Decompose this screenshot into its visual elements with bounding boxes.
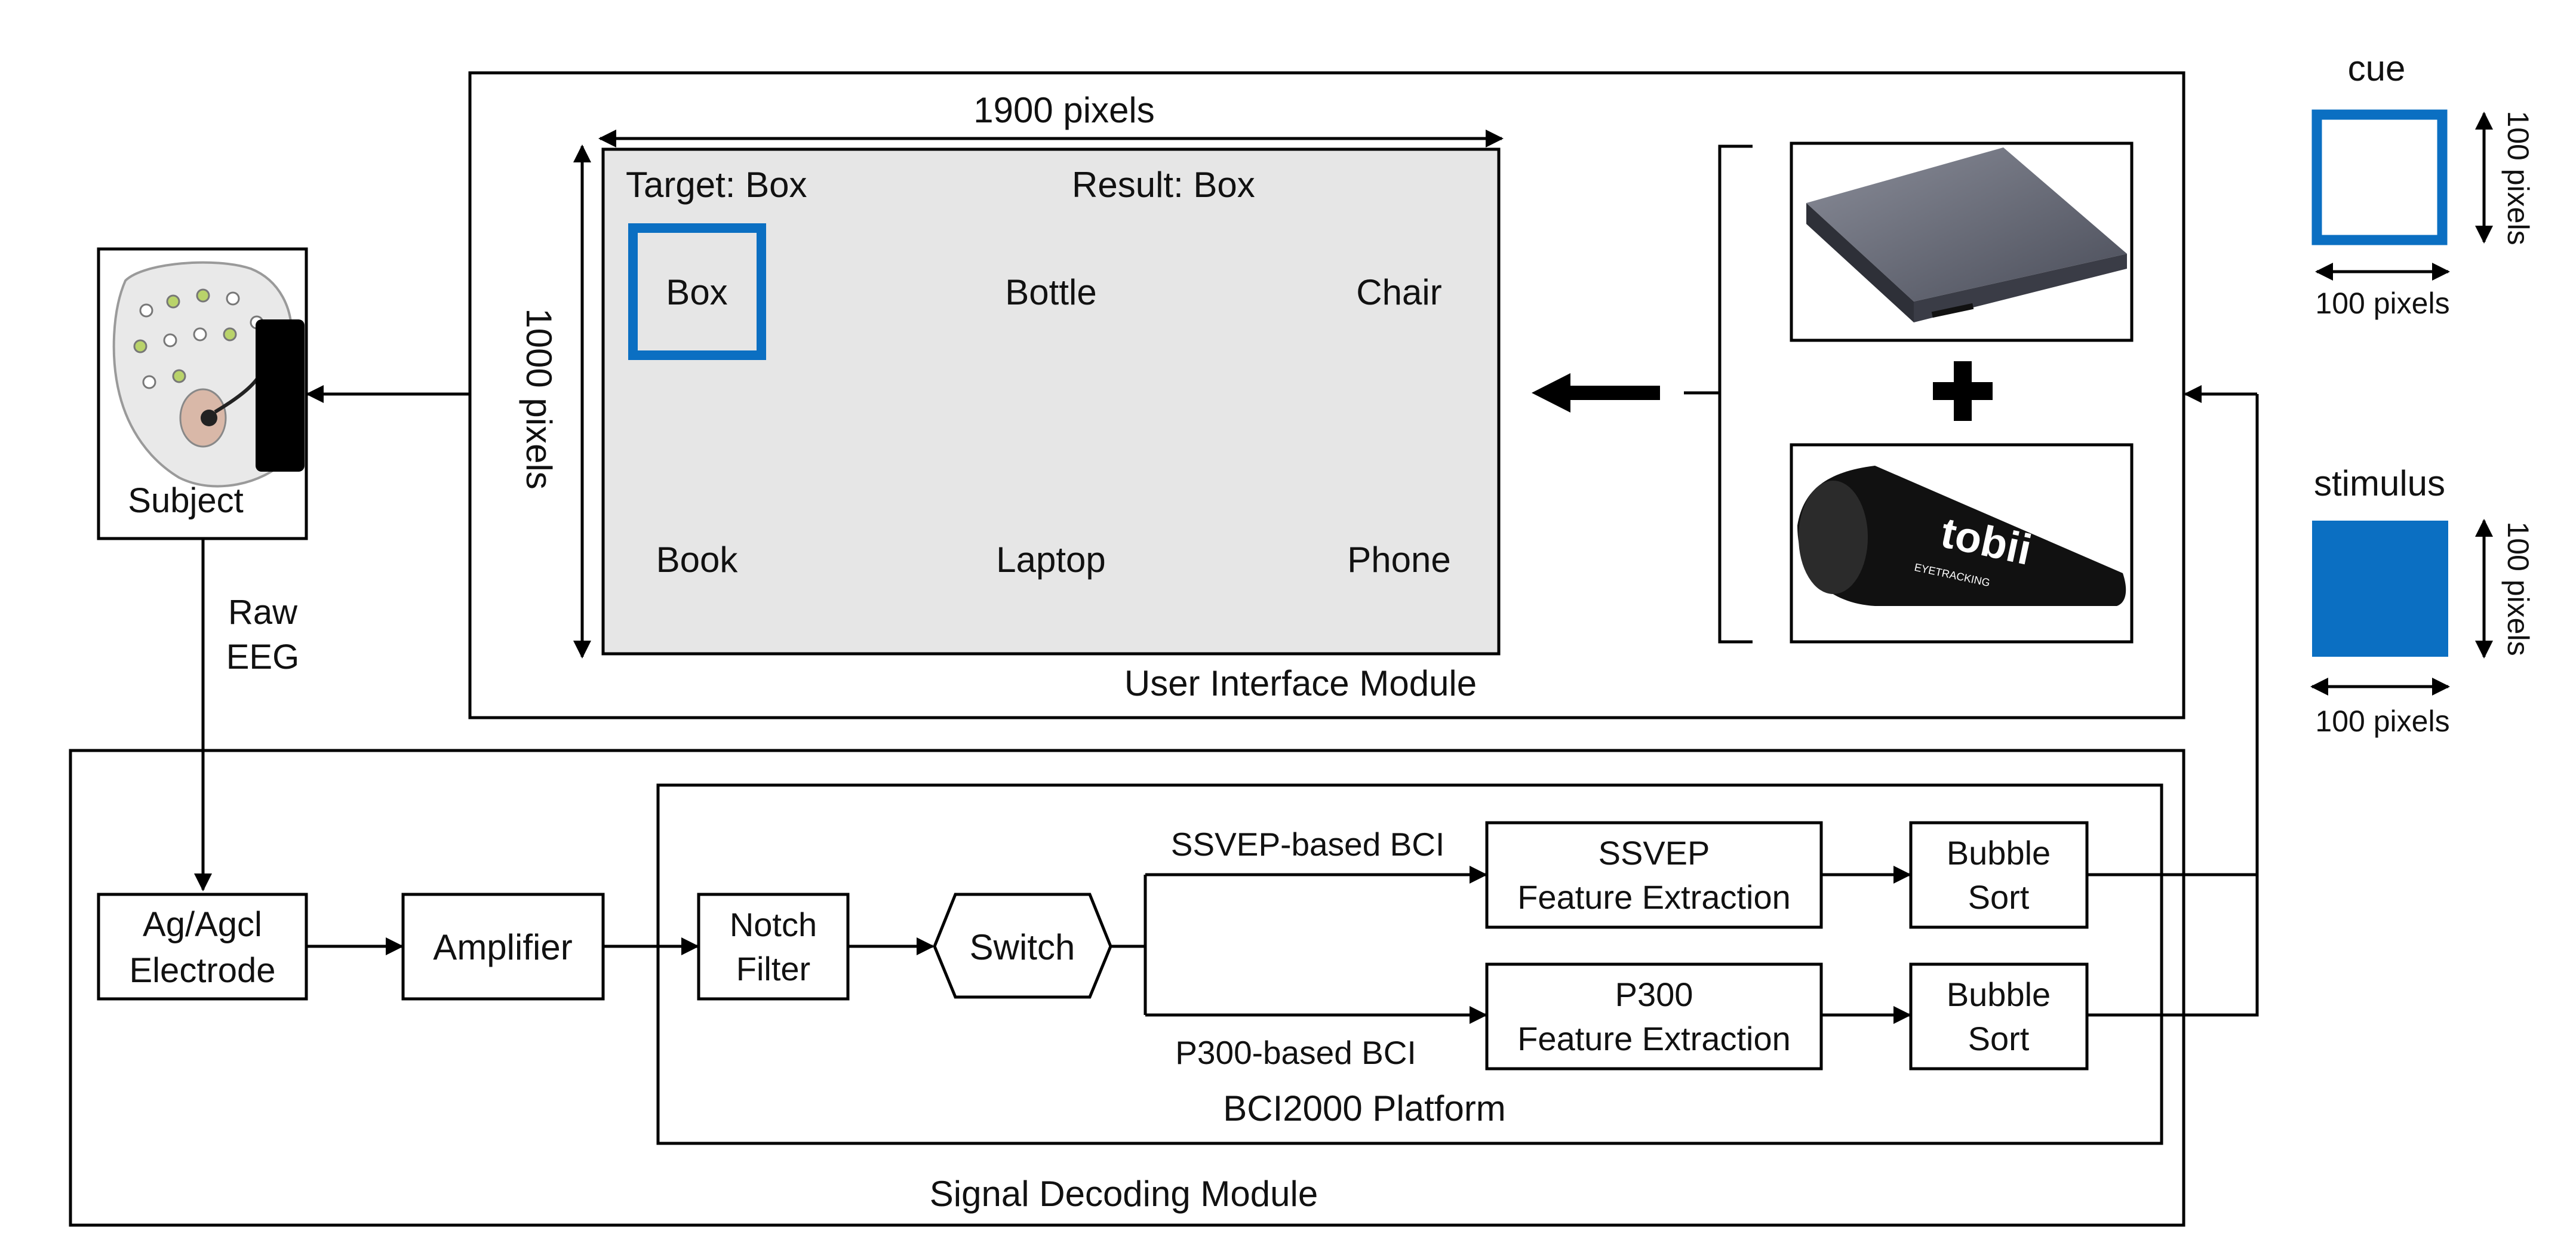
amplifier-label: Amplifier: [433, 927, 572, 967]
legend-cue: cue 100 pixels 100 pixels: [2311, 48, 2535, 320]
bci2000-platform: BCI2000 Platform Notch Filter Switch SSV…: [656, 783, 2163, 1145]
stimulus-label: stimulus: [2314, 463, 2445, 503]
electrode-line1: Ag/Agcl: [143, 905, 262, 944]
ssvep-fe-line1: SSVEP: [1599, 834, 1710, 872]
eeg-cap-head-icon: [112, 261, 305, 488]
screen-item-box: Box: [666, 272, 727, 312]
subject-label: Subject: [128, 481, 243, 520]
signal-decoding-module: Signal Decoding Module Ag/Agcl Electrode…: [69, 749, 2185, 1227]
laptop-image: [1790, 142, 2134, 342]
switch-hexagon: Switch: [933, 893, 1112, 999]
stimulus-swatch: [2312, 521, 2448, 657]
laptop-icon: [1806, 147, 2127, 322]
electrode-line2: Electrode: [129, 951, 275, 990]
switch-split-line: [1111, 875, 1147, 1015]
notch-line2: Filter: [736, 950, 810, 988]
screen-item-phone: Phone: [1347, 540, 1451, 580]
raw-eeg-line2: EEG: [226, 638, 300, 676]
screen-width-label: 1900 pixels: [973, 90, 1155, 130]
signal-module-title: Signal Decoding Module: [930, 1174, 1318, 1214]
p300-feature-extraction-box: P300 Feature Extraction: [1485, 962, 1823, 1071]
cue-highlight: [628, 223, 766, 360]
p300-fe-line2: Feature Extraction: [1517, 1020, 1791, 1057]
stimulus-width-label: 100 pixels: [2315, 705, 2449, 738]
switch-label: Switch: [970, 927, 1075, 967]
stimulus-height-label: 100 pixels: [2501, 521, 2535, 656]
ssvep-feature-extraction-box: SSVEP Feature Extraction: [1485, 821, 1823, 929]
platform-title: BCI2000 Platform: [1223, 1088, 1506, 1128]
cue-height-label: 100 pixels: [2501, 110, 2535, 245]
cue-label: cue: [2348, 48, 2406, 88]
cue-swatch: [2311, 109, 2448, 245]
feedback-line: [2087, 394, 2259, 1017]
eye-tracker-icon: [1797, 466, 2126, 606]
notch-line1: Notch: [730, 906, 817, 943]
sort2-line1: Bubble: [1947, 976, 2051, 1013]
cue-width-label: 100 pixels: [2315, 287, 2449, 320]
screen-item-book: Book: [656, 540, 739, 580]
plus-icon: [1933, 361, 1993, 421]
bubble-sort-box-2: Bubble Sort: [1909, 962, 2089, 1071]
electrode-box: Ag/Agcl Electrode: [97, 893, 308, 1001]
eye-tracker-image: tobii EYETRACKING: [1790, 443, 2134, 644]
notch-filter-box: Notch Filter: [697, 893, 850, 1001]
ui-module-title: User Interface Module: [1124, 663, 1477, 703]
screen-item-bottle: Bottle: [1005, 272, 1096, 312]
bubble-sort-box-1: Bubble Sort: [1909, 821, 2089, 929]
sort1-line2: Sort: [1968, 878, 2030, 916]
sort2-line2: Sort: [1968, 1020, 2030, 1057]
target-text: Target: Box: [626, 165, 807, 205]
screen-item-laptop: Laptop: [996, 540, 1106, 580]
screen-item-chair: Chair: [1356, 272, 1441, 312]
user-interface-module: User Interface Module Target: Box Result…: [468, 71, 2185, 719]
p300-fe-line1: P300: [1615, 976, 1693, 1013]
screen-height-label: 1000 pixels: [519, 308, 559, 490]
raw-eeg-line1: Raw: [228, 593, 298, 632]
subject-panel: Subject: [97, 247, 308, 540]
stimulus-screen: Target: Box Result: Box Box Bottle Chair…: [601, 147, 1501, 656]
p300-path-label: P300-based BCI: [1175, 1034, 1416, 1071]
sort1-line1: Bubble: [1947, 834, 2051, 872]
result-text: Result: Box: [1072, 165, 1255, 205]
devices-to-screen-arrow: [1532, 373, 1720, 413]
legend-stimulus: stimulus 100 pixels 100 pixels: [2310, 463, 2535, 738]
ssvep-fe-line2: Feature Extraction: [1517, 878, 1791, 916]
ssvep-path-label: SSVEP-based BCI: [1171, 826, 1445, 863]
devices-bracket: [1718, 144, 1753, 644]
amplifier-box: Amplifier: [401, 893, 605, 1001]
